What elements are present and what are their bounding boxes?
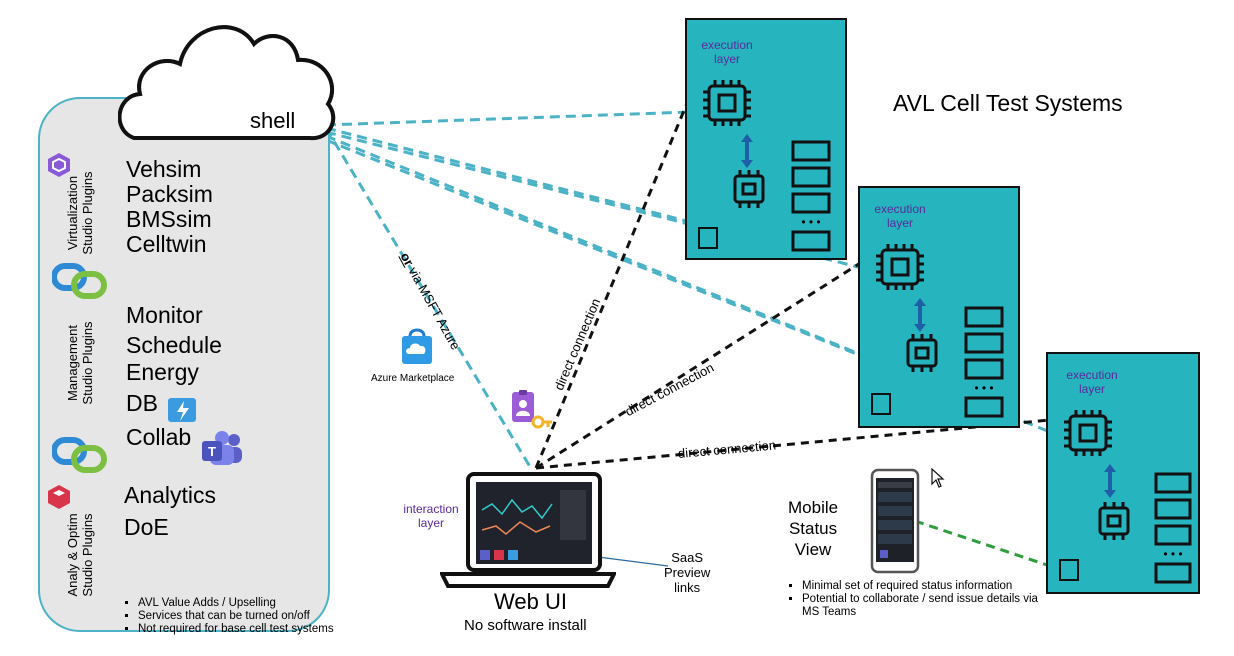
execution-hardware-graphic: • • • xyxy=(1059,410,1192,584)
mouse-cursor-icon xyxy=(931,468,945,488)
plugin-celltwin[interactable]: Celltwin xyxy=(126,231,207,257)
execution-layer-label: execution layer xyxy=(874,202,926,230)
plugin-energy[interactable]: Energy xyxy=(126,359,199,385)
identity-key-icon xyxy=(512,390,552,429)
svg-text:T: T xyxy=(208,444,216,459)
mobile-notes: Minimal set of required status informati… xyxy=(788,580,1038,619)
cell-test-system-2[interactable]: execution layer • • • xyxy=(858,186,1020,428)
virtualization-studio-label: Virtualization Studio Plugins xyxy=(65,171,95,255)
plugin-collab[interactable]: Collab xyxy=(126,424,192,450)
analy-optim-studio-label: Analy & Optim Studio Plugins xyxy=(65,513,95,597)
left-notes: AVL Value Adds / Upselling Services that… xyxy=(124,597,334,636)
plugin-bmssim[interactable]: BMSsim xyxy=(126,206,212,232)
svg-text:• • •: • • • xyxy=(801,215,820,229)
shell-label: shell xyxy=(250,108,296,133)
execution-hardware-graphic: • • • xyxy=(871,244,1004,418)
cell-test-system-1[interactable]: execution layer • • • xyxy=(685,18,847,260)
teams-icon: T xyxy=(202,431,242,465)
azure-marketplace-bag-icon xyxy=(402,328,432,364)
mobile-status-view-label: Mobile Status View xyxy=(788,498,839,559)
svg-text:• • •: • • • xyxy=(974,381,993,395)
management-studio-label: Management Studio Plugins xyxy=(65,321,95,405)
plugin-vehsim[interactable]: Vehsim xyxy=(126,156,202,182)
page-title: AVL Cell Test Systems xyxy=(893,90,1123,116)
execution-hardware-graphic: • • • xyxy=(698,80,831,252)
note-item: AVL Value Adds / Upselling xyxy=(138,597,334,610)
execution-layer-label: execution layer xyxy=(701,38,753,66)
cell-test-system-3[interactable]: execution layer • • • xyxy=(1046,352,1200,594)
note-item: Not required for base cell test systems xyxy=(138,623,334,636)
mobile-note-item: Minimal set of required status informati… xyxy=(802,580,1038,593)
web-ui-subtitle: No software install xyxy=(464,617,587,634)
execution-layer-label: execution layer xyxy=(1066,368,1118,396)
chain-link-icon-2 xyxy=(52,437,107,473)
plugin-packsim[interactable]: Packsim xyxy=(126,181,213,207)
laptop-web-ui-graphic[interactable] xyxy=(440,470,616,592)
database-lightning-icon xyxy=(168,398,196,422)
web-ui-title: Web UI xyxy=(494,589,567,614)
virtualization-hexagon-icon xyxy=(48,153,70,177)
svg-text:• • •: • • • xyxy=(1163,547,1182,561)
cloud-outline xyxy=(118,25,336,141)
mobile-phone-graphic[interactable] xyxy=(870,468,920,574)
saas-preview-links[interactable]: SaaS Preview links xyxy=(664,550,711,595)
plugin-schedule[interactable]: Schedule xyxy=(126,332,222,358)
plugin-monitor[interactable]: Monitor xyxy=(126,302,203,328)
azure-marketplace-label: Azure Marketplace xyxy=(371,373,455,384)
analytics-cube-icon xyxy=(48,485,70,509)
chain-link-icon xyxy=(52,263,107,299)
plugin-db[interactable]: DB xyxy=(126,390,158,416)
interaction-layer-label: interaction layer xyxy=(403,502,459,530)
plugin-doe[interactable]: DoE xyxy=(124,514,169,540)
plugins-panel xyxy=(38,97,330,632)
plugin-analytics[interactable]: Analytics xyxy=(124,482,217,508)
mobile-note-item: Potential to collaborate / send issue de… xyxy=(802,593,1038,619)
note-item: Services that can be turned on/off xyxy=(138,610,334,623)
